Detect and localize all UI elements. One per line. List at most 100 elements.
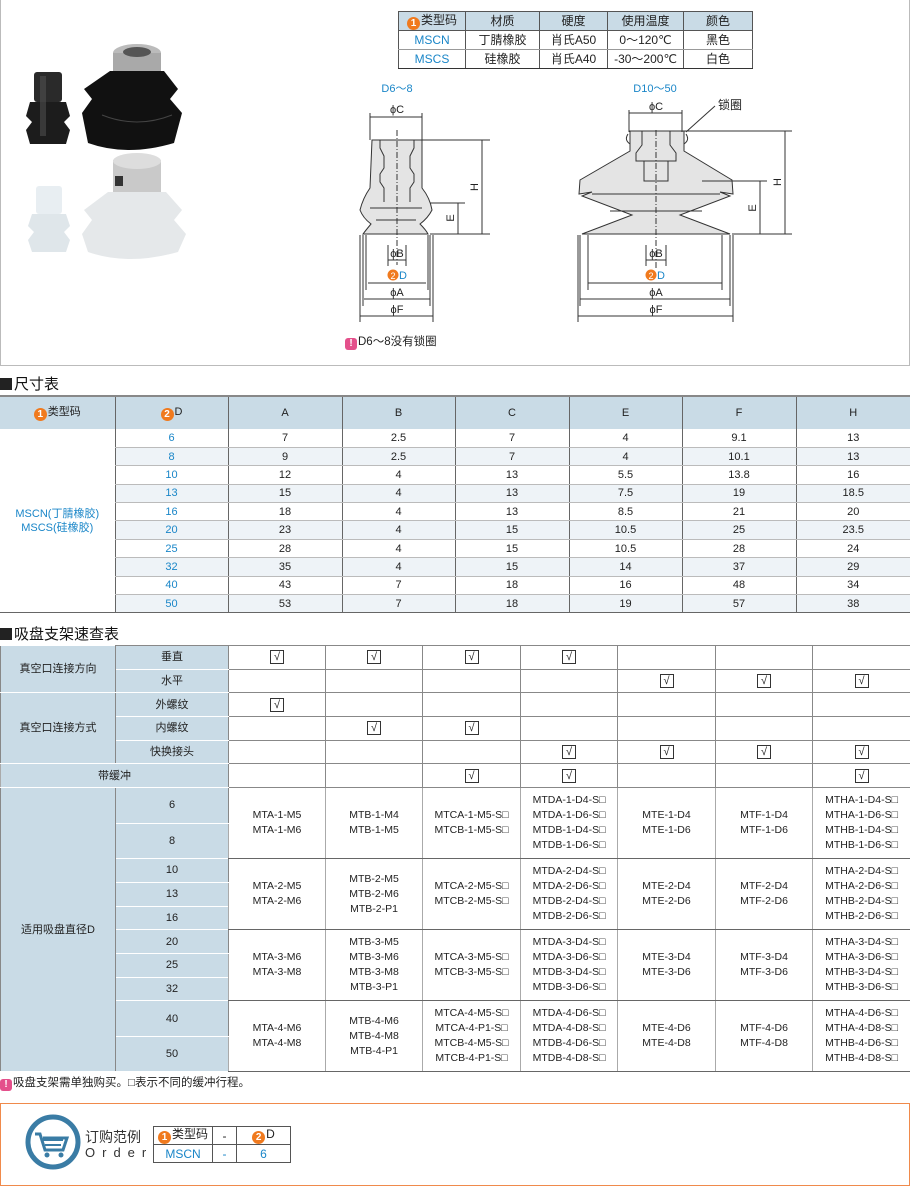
info-icon: ! <box>0 1079 12 1091</box>
dimension-value: 7 <box>227 429 342 448</box>
bracket-code: MTHA-2-D6-S□ <box>825 880 898 893</box>
bracket-code: MTB-4-M8 <box>349 1029 399 1042</box>
bracket-code: MTHB-1-D6-S□ <box>825 839 898 852</box>
diameter-size: 16 <box>115 905 229 931</box>
bracket-code: MTCA-1-M5-S□ <box>434 809 509 822</box>
dimension-value: 7 <box>454 429 569 448</box>
dimension-value: 23 <box>227 520 342 540</box>
bracket-code: MTA-3-M6 <box>252 951 302 964</box>
header-5: E <box>568 395 682 429</box>
check-cell: √ <box>812 739 910 765</box>
dimension-value: 10.5 <box>568 539 682 559</box>
dimension-value: 29 <box>795 557 910 577</box>
lock-ring-note: !D6～8没有锁圈 <box>345 333 437 350</box>
dimension-value: 13 <box>795 429 910 448</box>
check-cell <box>325 739 423 765</box>
diameter-cell: 32 <box>114 557 228 577</box>
bracket-code: MTB-4-P1 <box>350 1044 398 1057</box>
check-cell: √ <box>520 739 618 765</box>
dimension-value: 25 <box>681 520 796 540</box>
bracket-code: MTCA-4-M5-S□ <box>434 1007 509 1020</box>
bracket-code: MTCB-1-M5-S□ <box>434 824 509 837</box>
dimension-value: 4 <box>341 520 455 540</box>
dimension-value: 13 <box>454 502 569 522</box>
dimension-value: 43 <box>227 576 342 596</box>
dimension-value: 13 <box>795 447 910 467</box>
dimension-value: 13 <box>454 465 569 485</box>
bracket-code: MTF-2-D6 <box>740 895 788 908</box>
bracket-code: MTHA-1-D6-S□ <box>825 809 898 822</box>
row-label: 快换接头 <box>115 739 229 765</box>
bracket-code: MTDA-1-D4-S□ <box>532 794 606 807</box>
bracket-codes-cell: MTCA-4-M5-S□MTCA-4-P1-S□MTCB-4-M5-S□MTCB… <box>422 1000 521 1073</box>
bracket-code: MTB-3-M6 <box>349 951 399 964</box>
dim-label-f: ϕF <box>391 304 404 316</box>
dimension-value: 4 <box>341 502 455 522</box>
bracket-code: MTB-1-M5 <box>349 824 399 837</box>
bracket-code: MTDA-4-D6-S□ <box>532 1007 606 1020</box>
table-row: 50 <box>1 1035 910 1073</box>
dimension-value: 38 <box>795 594 910 614</box>
bracket-code: MTCB-3-M5-S□ <box>434 966 509 979</box>
dimension-value: 9 <box>227 447 342 467</box>
bracket-code: MTB-2-M6 <box>349 887 399 900</box>
header-7: H <box>795 395 910 429</box>
badge-1: 1 <box>406 16 420 30</box>
dim-label-f: ϕF <box>650 304 663 316</box>
color: 白色 <box>683 49 753 69</box>
diameter-size: 6 <box>115 787 229 824</box>
checkbox-checked-icon: √ <box>464 650 479 665</box>
dimension-value: 20 <box>795 502 910 522</box>
hardness: 肖氏A40 <box>539 49 608 69</box>
check-cell: √ <box>520 763 618 789</box>
dim-label-b: ϕB <box>390 248 404 260</box>
dimension-value: 37 <box>681 557 796 577</box>
dimension-value: 2.5 <box>341 447 455 467</box>
dimension-value: 10.1 <box>681 447 796 467</box>
dimension-value: 13.8 <box>681 465 796 485</box>
table-row: 32 <box>1 976 910 1002</box>
header-label: F <box>735 407 743 419</box>
bracket-code: MTB-3-M5 <box>349 936 399 949</box>
bracket-code: MTDB-3-D4-S□ <box>532 966 606 979</box>
table-row: 13 <box>1 881 910 907</box>
bracket-codes-cell: MTCA-2-M5-S□MTCB-2-M5-S□ <box>422 858 521 931</box>
dim-label-d: D <box>657 270 665 282</box>
bracket-note: !吸盘支架需单独购买。□表示不同的缓冲行程。 <box>0 1074 250 1091</box>
dimension-value: 35 <box>227 557 342 577</box>
product-photos <box>26 44 186 259</box>
bracket-code: MTA-1-M5 <box>252 809 302 822</box>
check-cell: √ <box>520 645 618 670</box>
note-text: 吸盘支架需单独购买。□表示不同的缓冲行程。 <box>13 1077 250 1089</box>
header-hardness: 硬度 <box>539 11 608 31</box>
bracket-code: MTHB-4-D8-S□ <box>825 1052 898 1065</box>
order-dash-value: - <box>212 1144 237 1163</box>
bracket-code: MTDA-1-D6-S□ <box>532 809 606 822</box>
dimension-value: 15 <box>454 539 569 559</box>
bracket-table-title: 吸盘支架速查表 <box>0 623 119 644</box>
dim-label-h: H <box>772 178 784 186</box>
bracket-code: MTF-3-D4 <box>740 951 788 964</box>
check-cell <box>617 716 716 741</box>
bracket-code: MTDB-3-D6-S□ <box>532 981 606 994</box>
dim-label-e: E <box>445 214 457 221</box>
dimension-value: 7 <box>454 447 569 467</box>
row-label: 水平 <box>115 668 229 694</box>
badge-1: 1 <box>157 1131 171 1144</box>
badge-2: 2 <box>160 408 174 421</box>
bracket-code: MTHB-2-D4-S□ <box>825 895 898 908</box>
check-cell <box>812 716 910 741</box>
table-row: 水平√√√ <box>1 668 910 694</box>
